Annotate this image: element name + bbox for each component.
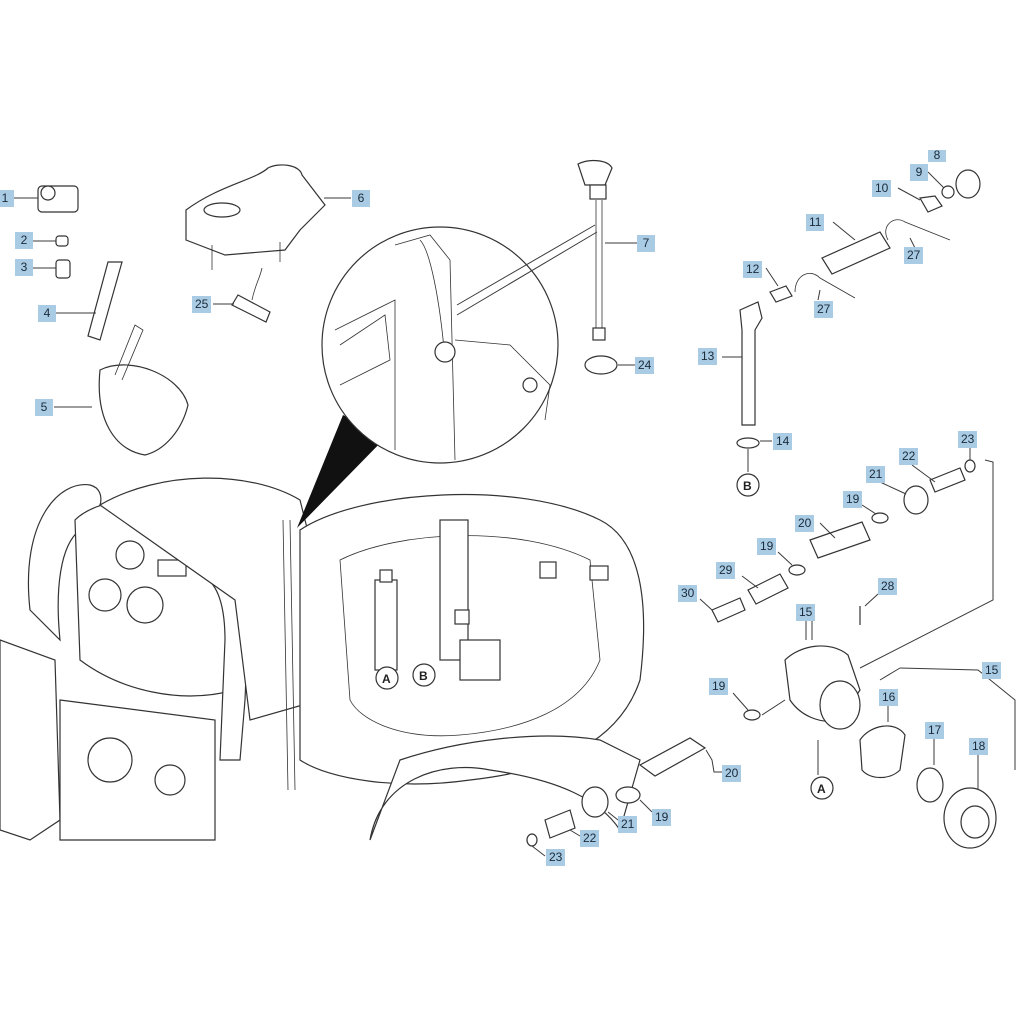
callout-27-lower: 27	[814, 301, 834, 318]
callout-1: 1	[0, 190, 14, 207]
callout-16: 16	[879, 689, 899, 706]
callout-6: 6	[352, 190, 370, 207]
callout-22-lower: 22	[580, 830, 600, 847]
right-middle-parts	[699, 447, 994, 669]
callout-15-right: 15	[982, 662, 1002, 679]
filter-assembly	[784, 617, 1016, 849]
callout-24: 24	[635, 357, 655, 374]
callout-19-upper: 19	[843, 491, 863, 508]
callout-30: 30	[678, 585, 698, 602]
connection-mark-b-upper: B	[736, 473, 760, 497]
mark-a-body-label: A	[382, 672, 391, 686]
callout-21-lower: 21	[618, 816, 638, 833]
callout-25: 25	[192, 296, 212, 313]
detail-magnifier	[297, 224, 598, 528]
mark-b-label: B	[743, 479, 752, 493]
callout-12: 12	[743, 261, 763, 278]
callout-19-lower: 19	[709, 678, 729, 695]
callout-13: 13	[698, 348, 718, 365]
callout-22-upper: 22	[899, 448, 919, 465]
connection-mark-a-body: A	[375, 666, 399, 690]
callout-9: 9	[910, 164, 928, 181]
callout-19-bottom: 19	[652, 809, 672, 826]
callout-15-centre: 15	[796, 604, 816, 621]
top-centre-parts	[577, 159, 637, 375]
callout-21-upper: 21	[866, 466, 886, 483]
callout-14: 14	[773, 433, 793, 450]
callout-8: 8	[928, 149, 946, 162]
callout-23-lower: 23	[546, 849, 566, 866]
callout-23-upper: 23	[958, 431, 978, 448]
mark-b-body-label: B	[419, 669, 428, 683]
callout-7: 7	[637, 235, 655, 252]
callout-11: 11	[806, 214, 825, 231]
connection-mark-a-lower: A	[810, 776, 834, 800]
callout-17: 17	[925, 722, 945, 739]
callout-20-upper: 20	[795, 515, 815, 532]
callout-2: 2	[15, 232, 33, 249]
callout-4: 4	[38, 305, 56, 322]
callout-5: 5	[35, 399, 53, 416]
callout-28: 28	[878, 578, 898, 595]
top-right-parts	[722, 169, 981, 472]
lower-hose-parts	[526, 692, 786, 857]
callout-10: 10	[872, 180, 892, 197]
callout-19-mid: 19	[757, 538, 777, 555]
callout-3: 3	[15, 259, 33, 276]
mark-a-label: A	[817, 782, 826, 796]
connection-mark-b-body: B	[412, 663, 436, 687]
callout-27-upper: 27	[904, 247, 924, 264]
machine-body	[0, 477, 645, 841]
callout-18: 18	[969, 738, 989, 755]
callout-20-lower: 20	[722, 765, 742, 782]
top-left-parts	[12, 164, 351, 456]
callout-29: 29	[716, 562, 736, 579]
